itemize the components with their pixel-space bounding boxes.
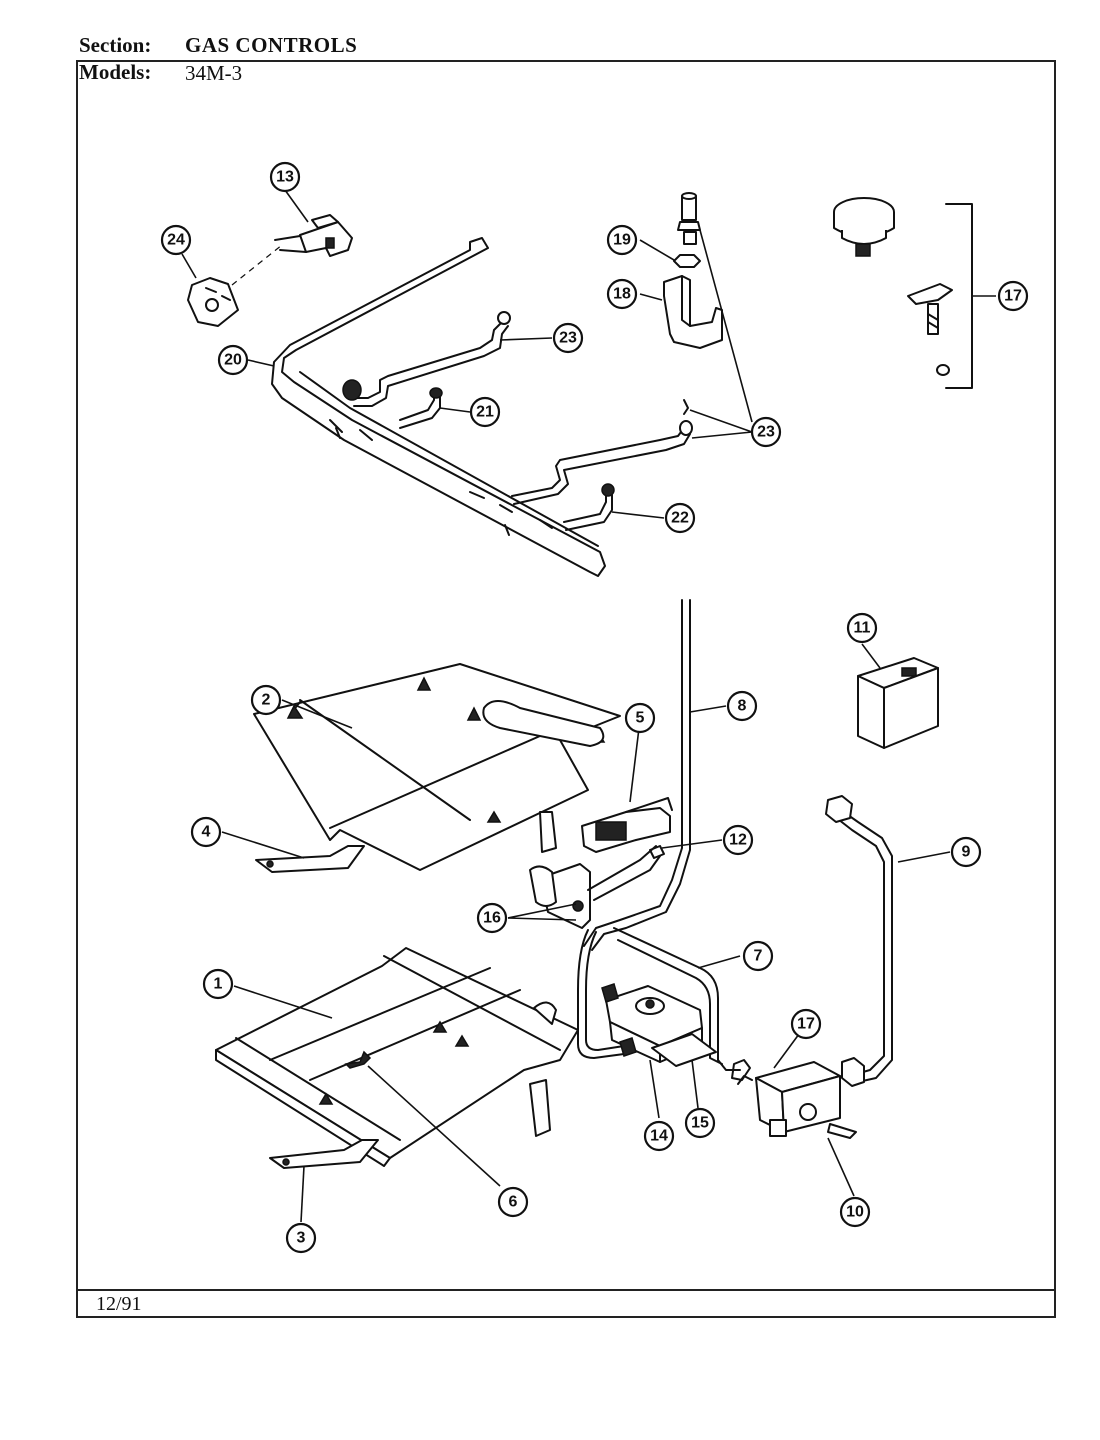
part-20-nut	[673, 254, 701, 268]
part-13-igniter-switch	[274, 214, 353, 257]
models-label: Models:	[79, 60, 152, 84]
part-12-fitting	[649, 845, 665, 859]
svg-text:21: 21	[476, 404, 494, 421]
part-5-valve	[581, 797, 673, 853]
svg-text:16: 16	[483, 910, 501, 927]
callout-14: 14	[643, 1120, 675, 1152]
part-3-bracket	[269, 1139, 379, 1169]
part-18-pressure-regulator	[833, 197, 895, 257]
callout-4: 4	[190, 816, 222, 848]
callout-15: 15	[684, 1107, 716, 1139]
svg-text:7: 7	[754, 948, 763, 965]
leader-lines	[181, 189, 951, 1223]
svg-text:10: 10	[846, 1204, 864, 1221]
svg-text:18: 18	[613, 286, 631, 303]
callout-5: 5	[624, 702, 656, 734]
callout-12: 12	[722, 824, 754, 856]
callout-9: 9	[950, 836, 982, 868]
callout-18: 17	[997, 280, 1029, 312]
svg-text:13: 13	[276, 169, 294, 186]
svg-text:6: 6	[509, 1194, 518, 1211]
callout-23-upper: 23	[552, 322, 584, 354]
part-23-orifice-tube-left	[342, 311, 511, 407]
svg-text:23: 23	[559, 330, 577, 347]
callout-24: 24	[160, 224, 192, 256]
svg-text:11: 11	[854, 620, 871, 637]
svg-text:4: 4	[202, 824, 211, 841]
svg-text:9: 9	[962, 844, 971, 861]
callout-7: 7	[742, 940, 774, 972]
part-23-orifice-tube-right	[511, 420, 693, 505]
svg-text:2: 2	[262, 692, 271, 709]
part-9-flex-tube	[825, 795, 893, 1087]
callout-3: 3	[285, 1222, 317, 1254]
part-20-fitting	[677, 192, 701, 245]
svg-text:14: 14	[650, 1128, 668, 1145]
svg-text:12: 12	[729, 832, 747, 849]
part-15-plate	[651, 1033, 717, 1067]
revision-date: 12/91	[96, 1293, 142, 1315]
part-18-clip	[907, 283, 953, 376]
callout-2: 2	[250, 684, 282, 716]
part-10-safety-valve	[737, 1061, 857, 1139]
part-10-fitting	[731, 1059, 751, 1081]
svg-text:15: 15	[691, 1115, 709, 1132]
callout-16: 16	[476, 902, 508, 934]
models-value: 34M-3	[185, 61, 243, 85]
part-18-group-bracket	[945, 203, 973, 389]
svg-text:8: 8	[738, 698, 747, 715]
callout-22-lower: 22	[664, 502, 696, 534]
svg-text:20: 20	[224, 352, 242, 369]
callout-6: 6	[497, 1186, 529, 1218]
svg-text:5: 5	[636, 710, 645, 727]
callout-20: 19	[606, 224, 638, 256]
part-16-burner-assembly	[529, 845, 661, 929]
section-value: GAS CONTROLS	[185, 33, 358, 57]
svg-text:19: 19	[613, 232, 631, 249]
callout-23-lower: 23	[750, 416, 782, 448]
part-4-bracket	[255, 845, 365, 873]
part-1-burner-shield	[215, 947, 579, 1167]
section-label: Section:	[79, 33, 152, 57]
part-22-orifice-left	[399, 387, 443, 429]
part-8-tube	[583, 599, 691, 951]
part-22-orifice-right	[563, 483, 615, 531]
callout-11: 11	[846, 612, 878, 644]
part-21-manifold-pipe	[271, 237, 606, 577]
callout-21: 20	[217, 344, 249, 376]
diagram-frame	[76, 60, 1056, 1318]
callout-13: 13	[269, 161, 301, 193]
callout-17: 17	[790, 1008, 822, 1040]
part-2-burner-shield	[253, 663, 621, 871]
svg-text:22: 22	[671, 510, 689, 527]
svg-text:17: 17	[797, 1016, 815, 1033]
part-24-bracket	[187, 277, 239, 327]
footer-divider	[76, 1289, 1056, 1291]
svg-text:17: 17	[1004, 288, 1022, 305]
callout-8: 8	[726, 690, 758, 722]
part-19-bracket	[663, 275, 723, 349]
callout-19: 18	[606, 278, 638, 310]
callout-10: 10	[839, 1196, 871, 1228]
svg-text:23: 23	[757, 424, 775, 441]
part-7-bent-tube	[577, 927, 741, 1071]
callout-1: 1	[202, 968, 234, 1000]
svg-text:24: 24	[167, 232, 185, 249]
svg-text:3: 3	[297, 1230, 306, 1247]
callout-22-upper: 21	[469, 396, 501, 428]
svg-text:1: 1	[214, 976, 223, 993]
part-11-relay	[857, 657, 939, 749]
part-23-fitting	[683, 399, 689, 415]
